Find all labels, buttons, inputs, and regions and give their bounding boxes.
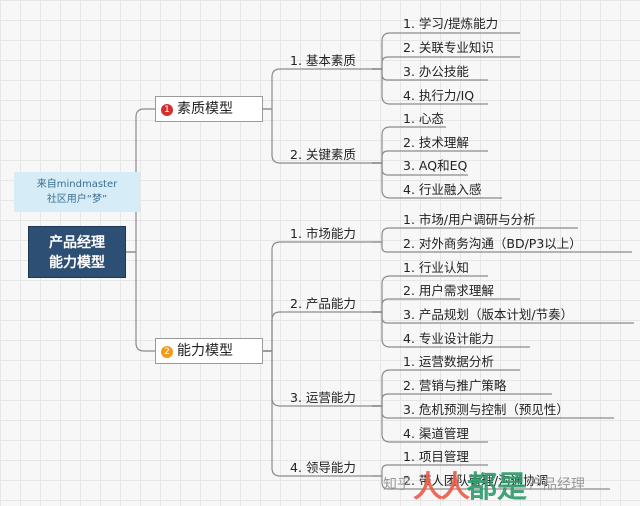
- branch-badge-2: 2: [161, 346, 173, 358]
- source-note-line2: 社区用户“梦”: [46, 194, 108, 205]
- leaf-aq-eq[interactable]: 3. AQ和EQ: [403, 158, 468, 173]
- leaf-project-mgmt[interactable]: 1. 项目管理: [403, 449, 469, 464]
- branch-label: 能力模型: [177, 343, 233, 359]
- root-title-line1: 产品经理: [49, 235, 105, 251]
- leaf-market-research[interactable]: 1. 市场/用户调研与分析: [403, 212, 536, 227]
- watermark-right: 产品经理: [529, 477, 585, 493]
- sub-basic-quality[interactable]: 1. 基本素质: [290, 53, 356, 68]
- leaf-product-planning[interactable]: 3. 产品规划（版本计划/节奏）: [403, 307, 574, 322]
- leaf-office-skills[interactable]: 3. 办公技能: [403, 64, 469, 79]
- leaf-ops-data[interactable]: 1. 运营数据分析: [403, 354, 494, 369]
- branch-quality-model[interactable]: 1 素质模型: [155, 96, 263, 122]
- watermark-left: 知乎: [383, 477, 411, 493]
- leaf-execution[interactable]: 4. 执行力/IQ: [403, 88, 475, 103]
- watermark-logo2: 都是: [467, 470, 527, 505]
- root-title-line2: 能力模型: [49, 255, 105, 271]
- sub-operation[interactable]: 3. 运营能力: [290, 390, 356, 405]
- sub-leadership[interactable]: 4. 领导能力: [290, 460, 356, 475]
- branch-label: 素质模型: [177, 101, 233, 117]
- leaf-industry-cognition[interactable]: 1. 行业认知: [403, 260, 469, 275]
- leaf-marketing[interactable]: 2. 营销与推广策略: [403, 378, 507, 393]
- leaf-business-comm[interactable]: 2. 对外商务沟通（BD/P3以上）: [403, 236, 582, 251]
- leaf-industry-fit[interactable]: 4. 行业融入感: [403, 182, 482, 197]
- leaf-mindset[interactable]: 1. 心态: [403, 111, 444, 126]
- source-note: 来自mindmaster 社区用户“梦”: [14, 172, 140, 212]
- sub-market[interactable]: 1. 市场能力: [290, 226, 356, 241]
- watermark: 知乎 人人 都是 产品经理: [383, 462, 639, 506]
- leaf-learning[interactable]: 1. 学习/提炼能力: [403, 16, 499, 31]
- watermark-logo: 人人: [413, 470, 470, 505]
- branch-badge-1: 1: [161, 104, 173, 116]
- leaf-tech[interactable]: 2. 技术理解: [403, 135, 469, 150]
- leaf-crisis[interactable]: 3. 危机预测与控制（预见性）: [403, 402, 569, 417]
- leaf-channel[interactable]: 4. 渠道管理: [403, 426, 469, 441]
- sub-product[interactable]: 2. 产品能力: [290, 296, 356, 311]
- root-node[interactable]: 产品经理 能力模型: [28, 226, 126, 278]
- source-note-line1: 来自mindmaster: [36, 179, 118, 190]
- leaf-user-needs[interactable]: 2. 用户需求理解: [403, 283, 494, 298]
- leaf-knowledge[interactable]: 2. 关联专业知识: [403, 40, 494, 55]
- branch-ability-model[interactable]: 2 能力模型: [155, 338, 263, 364]
- leaf-team-mgmt[interactable]: 2. 带人团队管理/沟通协调: [403, 473, 549, 488]
- leaf-design[interactable]: 4. 专业设计能力: [403, 331, 494, 346]
- sub-key-quality[interactable]: 2. 关键素质: [290, 147, 356, 162]
